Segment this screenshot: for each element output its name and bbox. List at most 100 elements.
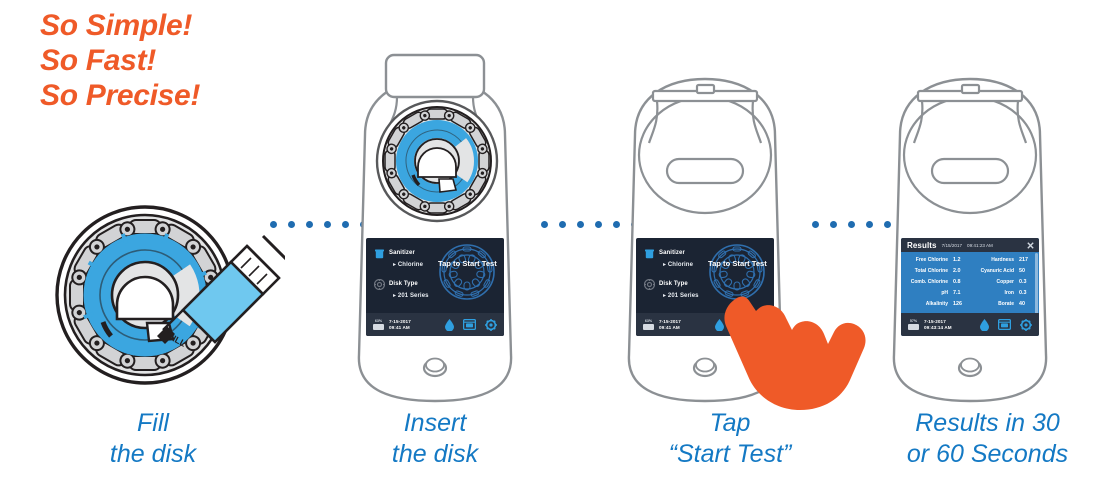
gear-icon[interactable] (1020, 318, 1032, 331)
disk-type-icon (374, 279, 385, 290)
headline: So Simple! So Fast! So Precise! (40, 8, 200, 113)
home-screen-body: Sanitizer ▸ Chlorine Disk Type ▸ 201 Ser… (366, 238, 504, 313)
result-value: 50 (1019, 267, 1025, 274)
status-datetime: 7-15-2017 09:43:14 AM (924, 319, 952, 331)
device-4-lid-dome (902, 95, 1038, 215)
result-value: 126 (953, 300, 962, 307)
start-test-button-text[interactable]: Tap to Start Test (438, 259, 497, 269)
device-2-body (357, 53, 513, 403)
result-name: Borate (998, 300, 1014, 307)
result-row: Copper 0.3 (972, 276, 1034, 287)
step1-caption: Fill the disk (88, 408, 218, 470)
step4-caption: Results in 30 or 60 Seconds (865, 408, 1110, 470)
home-screen-body-3: Sanitizer ▸ Chlorine Disk Type ▸ 201 Ser… (636, 238, 774, 313)
result-row: Alkalinity 126 (906, 298, 968, 309)
device-2-screen[interactable]: Sanitizer ▸ Chlorine Disk Type ▸ 201 Ser… (366, 238, 504, 336)
step3-caption-line-2: “Start Test” (668, 440, 792, 468)
result-value: 2.0 (953, 267, 961, 274)
result-row: pH 7.1 (906, 287, 968, 298)
result-name: Total Chlorine (914, 267, 948, 274)
step1-disk-illustration: FILL (55, 205, 285, 385)
result-row: Comb. Chlorine 0.8 (906, 276, 968, 287)
result-value: 40 (1019, 300, 1025, 307)
start-test-button[interactable] (708, 243, 766, 301)
close-icon[interactable] (1027, 241, 1034, 249)
result-value: 0.3 (1019, 278, 1027, 285)
result-value: 1.2 (953, 256, 961, 263)
device-3-lid-handle (665, 157, 745, 185)
disk-type-icon (644, 279, 655, 290)
step1-caption-line-1: Fill (137, 409, 169, 437)
step4-caption-line-2: or 60 Seconds (906, 440, 1069, 468)
start-test-line-2: Start Test (732, 259, 767, 268)
hand-pointer-icon (724, 296, 866, 410)
result-name: Free Chlorine (915, 256, 948, 263)
sanitizer-value[interactable]: ▸ Chlorine (663, 262, 694, 268)
result-name: Hardness (991, 256, 1014, 263)
status-date: 7-15-2017 (389, 318, 411, 324)
water-drop-icon[interactable] (715, 318, 724, 331)
device-4-lid-latch (960, 83, 981, 95)
result-name: Alkalinity (925, 300, 948, 307)
battery-icon (373, 324, 384, 330)
device-4-status-bar: 57% 7-15-2017 09:43:14 AM (901, 313, 1039, 336)
headline-line-2: So Fast! (40, 44, 156, 77)
results-scrollbar[interactable] (1035, 253, 1038, 315)
status-icon-row (445, 318, 497, 331)
step3-caption-line-1: Tap (709, 409, 751, 437)
device-2: Sanitizer ▸ Chlorine Disk Type ▸ 201 Ser… (335, 35, 535, 425)
device-2-status-bar: 63% 7-15-2017 09:41 AM (366, 313, 504, 336)
results-title: Results (907, 240, 937, 250)
device-2-lid (384, 53, 486, 99)
sanitizer-icon (375, 249, 384, 259)
sanitizer-value[interactable]: ▸ Chlorine (393, 262, 424, 268)
step2-caption-line-2: the disk (391, 440, 479, 468)
water-drop-icon[interactable] (445, 318, 454, 331)
headline-line-3: So Precise! (40, 79, 201, 112)
battery-indicator: 63% (371, 319, 386, 330)
step2-caption: Insert the disk (370, 408, 500, 470)
status-datetime: 7-15-2017 09:41 AM (659, 319, 681, 331)
result-value: 0.8 (953, 278, 961, 285)
start-test-button[interactable] (438, 243, 496, 301)
battery-icon (908, 324, 919, 330)
disk-type-value[interactable]: ▸ 201 Series (393, 293, 429, 299)
results-time: 09:41:23 AM (967, 242, 993, 248)
results-date: 7/15/2017 (941, 242, 963, 248)
start-test-line-2: Start Test (462, 259, 497, 268)
step2-caption-line-1: Insert (403, 409, 467, 437)
sanitizer-icon (645, 249, 654, 259)
test-disk-icon[interactable] (463, 319, 476, 330)
status-time: 09:41 AM (389, 324, 410, 330)
water-drop-icon[interactable] (980, 318, 989, 331)
status-date: 7-15-2017 (924, 318, 946, 324)
disk-type-value[interactable]: ▸ 201 Series (663, 293, 699, 299)
device-3-lid-latch (695, 83, 716, 95)
results-readings-grid: Free Chlorine 1.2 Hardness 217 Total Chl… (901, 254, 1039, 309)
result-row: Iron 0.3 (972, 287, 1034, 298)
disk-type-label: Disk Type (659, 281, 688, 287)
start-test-button-text[interactable]: Tap to Start Test (708, 259, 767, 269)
status-datetime: 7-15-2017 09:41 AM (389, 319, 411, 331)
step1-caption-line-2: the disk (109, 440, 197, 468)
result-name: Cyanuric Acid (980, 267, 1014, 274)
syringe-icon (157, 234, 285, 344)
battery-icon (643, 324, 654, 330)
sanitizer-label: Sanitizer (659, 250, 685, 256)
test-disk-icon[interactable] (998, 319, 1011, 330)
result-value: 0.3 (1019, 289, 1027, 296)
result-name: Iron (1004, 289, 1014, 296)
result-row: Borate 40 (972, 298, 1034, 309)
status-icon-row (980, 318, 1032, 331)
status-time: 09:43:14 AM (924, 324, 952, 330)
battery-indicator: 57% (906, 319, 921, 330)
start-test-line-1: Tap to (438, 259, 461, 268)
headline-line-1: So Simple! (40, 9, 193, 42)
status-time: 09:41 AM (659, 324, 680, 330)
device-4: Results 7/15/2017 09:41:23 AM Free Chlor… (870, 35, 1070, 425)
gear-icon[interactable] (485, 318, 497, 331)
battery-percent: 57% (909, 319, 918, 323)
device-3-lid-dome (637, 95, 773, 215)
device-4-screen[interactable]: Results 7/15/2017 09:41:23 AM Free Chlor… (901, 238, 1039, 336)
